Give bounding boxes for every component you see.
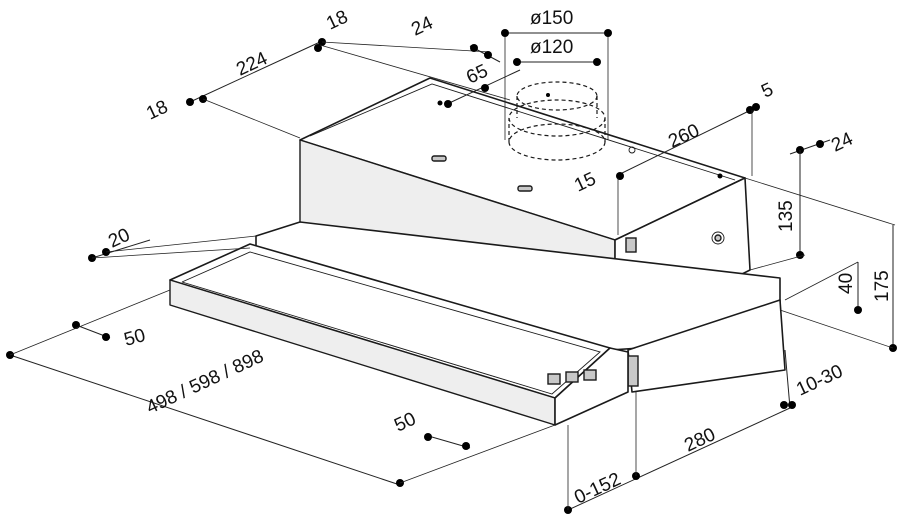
side-knockout [711, 231, 725, 245]
label-18-left: 18 [143, 97, 171, 125]
hood-body [169, 77, 786, 426]
label-24-top: 24 [408, 12, 436, 40]
label-10-30: 10-30 [793, 361, 846, 401]
label-65: 65 [463, 61, 491, 89]
side-clip-upper [625, 237, 637, 253]
visor-side [554, 347, 629, 426]
label-50-left: 50 [122, 325, 148, 351]
label-224: 224 [233, 48, 271, 81]
label-dia120: ø120 [530, 37, 573, 58]
label-dia150: ø150 [530, 8, 573, 29]
label-18-top: 18 [323, 7, 351, 35]
label-24-right: 24 [828, 128, 856, 156]
visor-control-3 [583, 369, 597, 381]
top-slot-1 [431, 155, 447, 162]
label-50-bottom: 50 [391, 409, 419, 437]
visor-control-1 [547, 373, 561, 385]
label-width: 498 / 598 / 898 [143, 346, 267, 419]
visor-inner-edge [181, 251, 601, 395]
label-280: 280 [681, 424, 719, 456]
label-0-152: 0-152 [571, 469, 624, 509]
side-knockout-inner [714, 234, 722, 242]
label-135: 135 [776, 200, 797, 232]
duct-collar [508, 81, 606, 161]
top-screw-2 [628, 146, 636, 154]
label-260: 260 [665, 120, 703, 152]
collar-inner-top [516, 81, 598, 111]
top-screw-3 [717, 173, 723, 179]
dimension-lines [6, 29, 897, 514]
lower-side-clip [627, 355, 639, 387]
label-5: 5 [758, 79, 776, 103]
top-slot-2 [517, 185, 533, 192]
visor-control-2 [565, 371, 579, 383]
label-20: 20 [105, 225, 133, 253]
label-40: 40 [836, 273, 857, 294]
collar-outer-top [508, 99, 606, 137]
top-screw-1 [437, 100, 443, 106]
label-175: 175 [872, 270, 893, 302]
